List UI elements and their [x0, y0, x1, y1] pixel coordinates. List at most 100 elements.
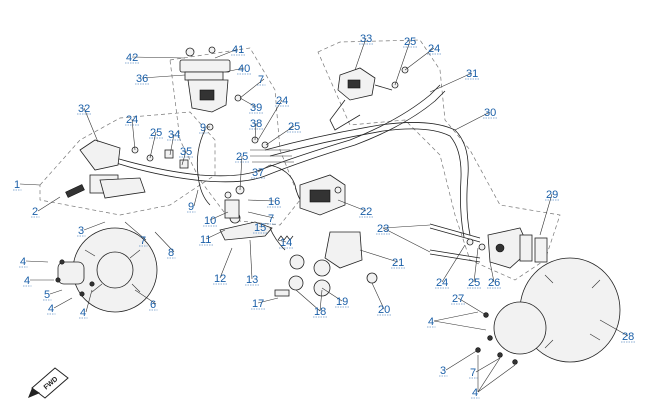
front-caliper	[487, 227, 548, 269]
callout-label: 16	[268, 196, 280, 208]
callout-label: 25	[236, 151, 248, 163]
brake-pedal	[219, 199, 294, 251]
callout-label: 15	[254, 222, 266, 234]
heel-guard-bracket	[274, 231, 378, 297]
leader-line	[295, 289, 321, 312]
callout-label: 37	[252, 167, 264, 179]
leader-line	[239, 155, 243, 191]
callout-label: 1	[14, 179, 20, 191]
brake-hoses	[89, 84, 471, 238]
callout-label: 21	[392, 257, 404, 269]
leader-line	[181, 150, 187, 166]
callout-label: 4	[80, 307, 86, 319]
callout-label: 9	[188, 201, 194, 213]
callout-label: 24	[276, 95, 288, 107]
leader-line	[214, 48, 239, 59]
leader-line	[239, 78, 265, 99]
leader-line	[257, 99, 283, 141]
leader-line	[382, 224, 431, 229]
callout-label: 3	[78, 225, 84, 237]
callout-label: 4	[24, 275, 30, 287]
callout-label: 14	[280, 237, 292, 249]
leader-line	[475, 357, 501, 373]
leader-line	[382, 227, 431, 253]
callout-label: 24	[428, 43, 440, 55]
callout-label: 5	[44, 289, 50, 301]
abs-modulator	[299, 174, 346, 216]
leader-line	[19, 183, 41, 186]
leader-line	[441, 244, 466, 283]
callout-label: 22	[360, 206, 372, 218]
callout-label: 2	[32, 206, 38, 218]
leader-line	[149, 131, 157, 159]
leader-line	[247, 211, 275, 219]
callout-label: 4	[20, 256, 26, 268]
leader-line	[247, 199, 275, 202]
leader-line	[141, 74, 186, 79]
leader-line	[37, 196, 61, 212]
leader-line	[433, 311, 479, 322]
leader-line	[354, 37, 367, 71]
leader-line	[219, 247, 233, 279]
leader-line	[599, 319, 629, 337]
leader-line	[239, 97, 257, 108]
leader-line	[134, 289, 157, 305]
leader-line	[473, 247, 479, 283]
callout-label: 25	[150, 127, 162, 139]
callout-label: 32	[78, 103, 90, 115]
leader-line	[154, 231, 175, 253]
callout-label: 25	[404, 36, 416, 48]
leader-line	[131, 118, 136, 151]
leader-line	[539, 193, 553, 236]
leader-line	[53, 297, 73, 309]
leader-line	[277, 239, 287, 243]
callout-label: 17	[252, 298, 264, 310]
callout-label: 31	[466, 68, 478, 80]
callout-label: 23	[377, 223, 389, 235]
leader-line	[404, 47, 435, 71]
leader-line	[429, 72, 473, 93]
callout-label: 25	[468, 277, 480, 289]
group-outlines	[39, 39, 561, 281]
rear-master-cylinder	[179, 46, 231, 113]
leader-line	[205, 229, 226, 240]
leader-line	[337, 199, 367, 212]
leader-line	[169, 133, 175, 156]
leader-line	[25, 260, 49, 263]
callout-label: 4	[48, 303, 54, 315]
callout-label: 13	[246, 274, 258, 286]
leader-line	[257, 297, 279, 304]
callout-label: 20	[378, 304, 390, 316]
leader-line	[457, 297, 487, 316]
callout-label: 26	[488, 277, 500, 289]
callout-label: 3	[440, 365, 446, 377]
leader-line	[124, 221, 147, 241]
callout-label: 36	[136, 73, 148, 85]
leader-line	[454, 111, 491, 131]
callout-label: 39	[250, 102, 262, 114]
long-bolts	[429, 223, 481, 263]
callout-label: 6	[150, 299, 156, 311]
leader-line	[224, 67, 245, 73]
leader-line	[193, 189, 199, 207]
leader-line	[321, 287, 343, 302]
fittings	[131, 66, 486, 251]
leader-line	[445, 349, 479, 371]
leader-line	[49, 289, 63, 295]
leader-line	[489, 261, 495, 283]
callout-label: 29	[546, 189, 558, 201]
callout-label: 8	[168, 247, 174, 259]
leader-line	[433, 320, 487, 331]
leader-line	[249, 239, 253, 280]
leader-line	[371, 282, 385, 310]
callout-label: 25	[288, 121, 300, 133]
callout-label: 7	[258, 74, 264, 86]
callout-label: 7	[140, 235, 146, 247]
callout-label: 35	[180, 146, 192, 158]
callout-label: 24	[436, 277, 448, 289]
leader-line	[83, 221, 106, 231]
leader-line	[83, 107, 99, 143]
leader-line	[319, 289, 323, 312]
